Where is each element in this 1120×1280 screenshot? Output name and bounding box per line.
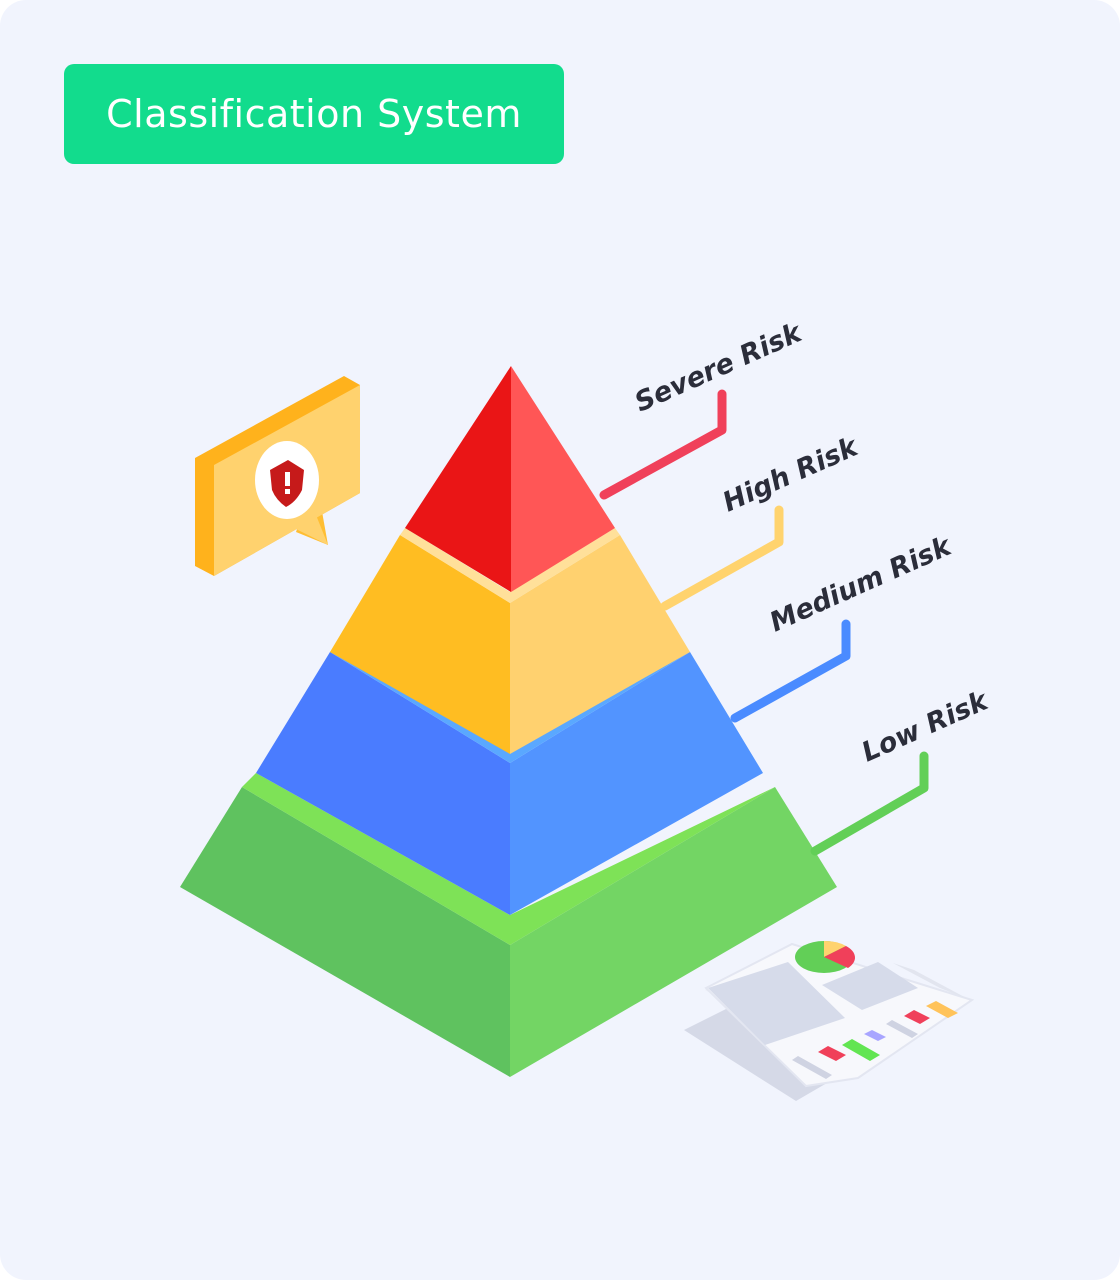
- level-label-medium: Medium Risk: [765, 530, 957, 638]
- pyramid-tier-severe: [405, 366, 615, 592]
- alert-speech-bubble-icon: [195, 376, 360, 576]
- connector-medium: [730, 619, 851, 723]
- connector-severe: [599, 389, 727, 500]
- connector-low: [810, 751, 929, 856]
- level-label-high: High Risk: [718, 431, 864, 519]
- title-badge: Classification System: [64, 64, 564, 164]
- pyramid-tier-high: [330, 528, 690, 754]
- pyramid-tier-low: [180, 773, 837, 1077]
- connector-high: [660, 505, 784, 611]
- pyramid-tier-medium: [256, 646, 763, 915]
- report-document-icon: [684, 940, 975, 1101]
